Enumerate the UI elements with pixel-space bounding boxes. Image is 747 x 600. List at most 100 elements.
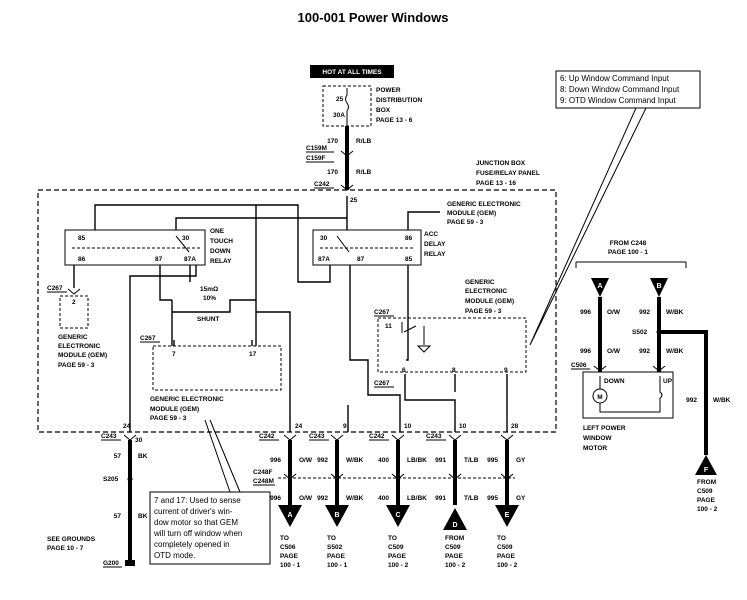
gem-right-box [377,317,527,373]
rs-wire-b-color: W/BK [666,309,684,316]
rs-wire-c506a-color: O/W [607,348,621,355]
circuit-connector-tip [495,505,519,527]
circuit-wire-color: LB/BK [407,457,427,464]
rs-wire-c506b-num: 992 [639,348,650,355]
circuit-wire-num-2: 400 [378,495,389,502]
circuit-dest-line: TO [327,535,336,542]
motor-up: UP [663,378,673,385]
circuit-dest-line: TO [388,535,397,542]
rs-letter-f: F [704,467,709,474]
motor-label-2: WINDOW [583,435,612,442]
bl-see-grounds-1: SEE GROUNDS [47,536,96,543]
gem-top-label-2: MODULE (GEM) [447,210,496,217]
callout-bottom-line-6: OTD mode. [154,551,195,560]
circuit-wire-color: W/BK [346,457,364,464]
rs-letter-b: B [656,283,661,290]
acc-pin-86: 86 [405,235,413,242]
rs-wire-b-num: 992 [639,309,650,316]
otd-pin-87: 87 [155,256,163,263]
motor-m: M [597,394,602,401]
gem-right-pin-9: 9 [504,367,508,374]
gem-mid-label-3: PAGE 59 - 3 [150,415,187,422]
gem-mid-pin-7: 7 [172,351,176,358]
fuse-symbol [345,88,349,126]
circuit-connector-tip [325,505,349,527]
rs-letter-a: A [597,283,602,290]
otd-pin-30: 30 [182,235,190,242]
otd-label-3: DOWN [210,248,231,255]
circuit-wire-color: GY [516,457,526,464]
gem-left-connector: C267 [47,285,63,292]
hot-at-all-times-box [310,65,394,78]
junction-box-label-3: PAGE 13 - 16 [476,180,516,187]
bl-wire1-color: BK [138,453,148,460]
bl-wire1-num: 57 [114,453,122,460]
circuit-wire-num: 996 [270,457,281,464]
gem-top-label-1: GENERIC ELECTRONIC [447,201,521,208]
gem-right-connector-bottom: C267 [374,380,390,387]
circuit-connector-tip [386,505,410,527]
rs-from-2: PAGE 100 - 1 [608,249,648,256]
c159-connector-symbol [340,150,354,157]
motor-down: DOWN [604,378,625,385]
circuit-dest-line: 100 - 2 [388,562,409,569]
acc-pin-85: 85 [405,256,413,263]
circuit-wire-color-2: GY [516,495,526,502]
jb-pin-28: 28 [511,423,519,430]
callout-bottom-line-2: current of driver's win- [154,507,233,516]
otd-label-2: TOUCH [210,238,233,245]
circuit-connector-top-symbol [448,434,462,441]
junction-box-label-1: JUNCTION BOX [476,160,526,167]
otd-label-4: RELAY [210,258,232,265]
circuit-dest-line: PAGE [327,553,346,560]
acc-delay-relay [312,229,422,266]
circuit-wire-num: 995 [487,457,498,464]
gem-right-label-3: MODULE (GEM) [465,298,514,305]
bl-splice: S205 [103,476,119,483]
circuit-wire-color-2: T/LB [464,495,479,502]
bl-wire2-num: 57 [114,513,122,520]
circuit-wire-num-2: 992 [317,495,328,502]
circuit-dest-line: C509 [497,544,513,551]
gem-right-pin-6: 6 [402,367,406,374]
gem-mid-pin-17: 17 [249,351,257,358]
circuit-c248-symbol [283,473,297,480]
jb-pin-24a: 24 [123,423,131,430]
circuit-letter: D [452,522,457,529]
callout-top-line-2: 8: Down Window Command Input [560,85,680,94]
acc-pin-87a: 87A [318,256,330,263]
gem-mid-label-2: MODULE (GEM) [150,406,199,413]
circuit-dest-line: C506 [280,544,296,551]
pdb-label-4: PAGE 13 - 6 [376,117,413,124]
circuit-dest-line: FROM [445,535,464,542]
circuit-dest-line: 100 - 2 [445,562,466,569]
gem-left-label-2: ELECTRONIC [58,343,101,350]
callout-top-pointer [529,107,647,346]
bl-wire2-color: BK [138,513,148,520]
callout-bottom-line-4: will turn off window when [153,529,242,538]
circuit-wire-color-2: W/BK [346,495,364,502]
rs-c506: C506 [571,362,587,369]
circuit-dest-line: PAGE [388,553,407,560]
circuit-dest-line: 100 - 2 [497,562,518,569]
callout-bottom-line-5: completely opened in [154,540,230,549]
c159m-label: C159M [306,145,327,152]
circuit-dest-line: PAGE [497,553,516,560]
gem-mid-label-1: GENERIC ELECTRONIC [150,396,224,403]
circuit-dest-line: PAGE [445,553,464,560]
pdb-label-1: POWER [376,87,401,94]
circuit-wire-color-2: O/W [299,495,313,502]
c248m-label: C248M [253,478,274,485]
callout-top-box [555,70,701,109]
gem-left-label-1: GENERIC [58,334,88,341]
gem-right-label-1: GENERIC [465,279,495,286]
circuit-c248-symbol [391,473,405,480]
feed-wire2-num: 170 [327,169,338,176]
gem-left-pin: 2 [72,299,76,306]
jb-pin-10b: 10 [459,423,467,430]
acc-pin-87: 87 [357,256,365,263]
gem-right-connector-top: C267 [374,309,390,316]
circuit-letter: A [287,512,292,519]
callout-bottom-line-3: dow motor so that GEM [154,518,238,527]
junction-box-label-2: FUSE/RELAY PANEL [476,170,540,177]
